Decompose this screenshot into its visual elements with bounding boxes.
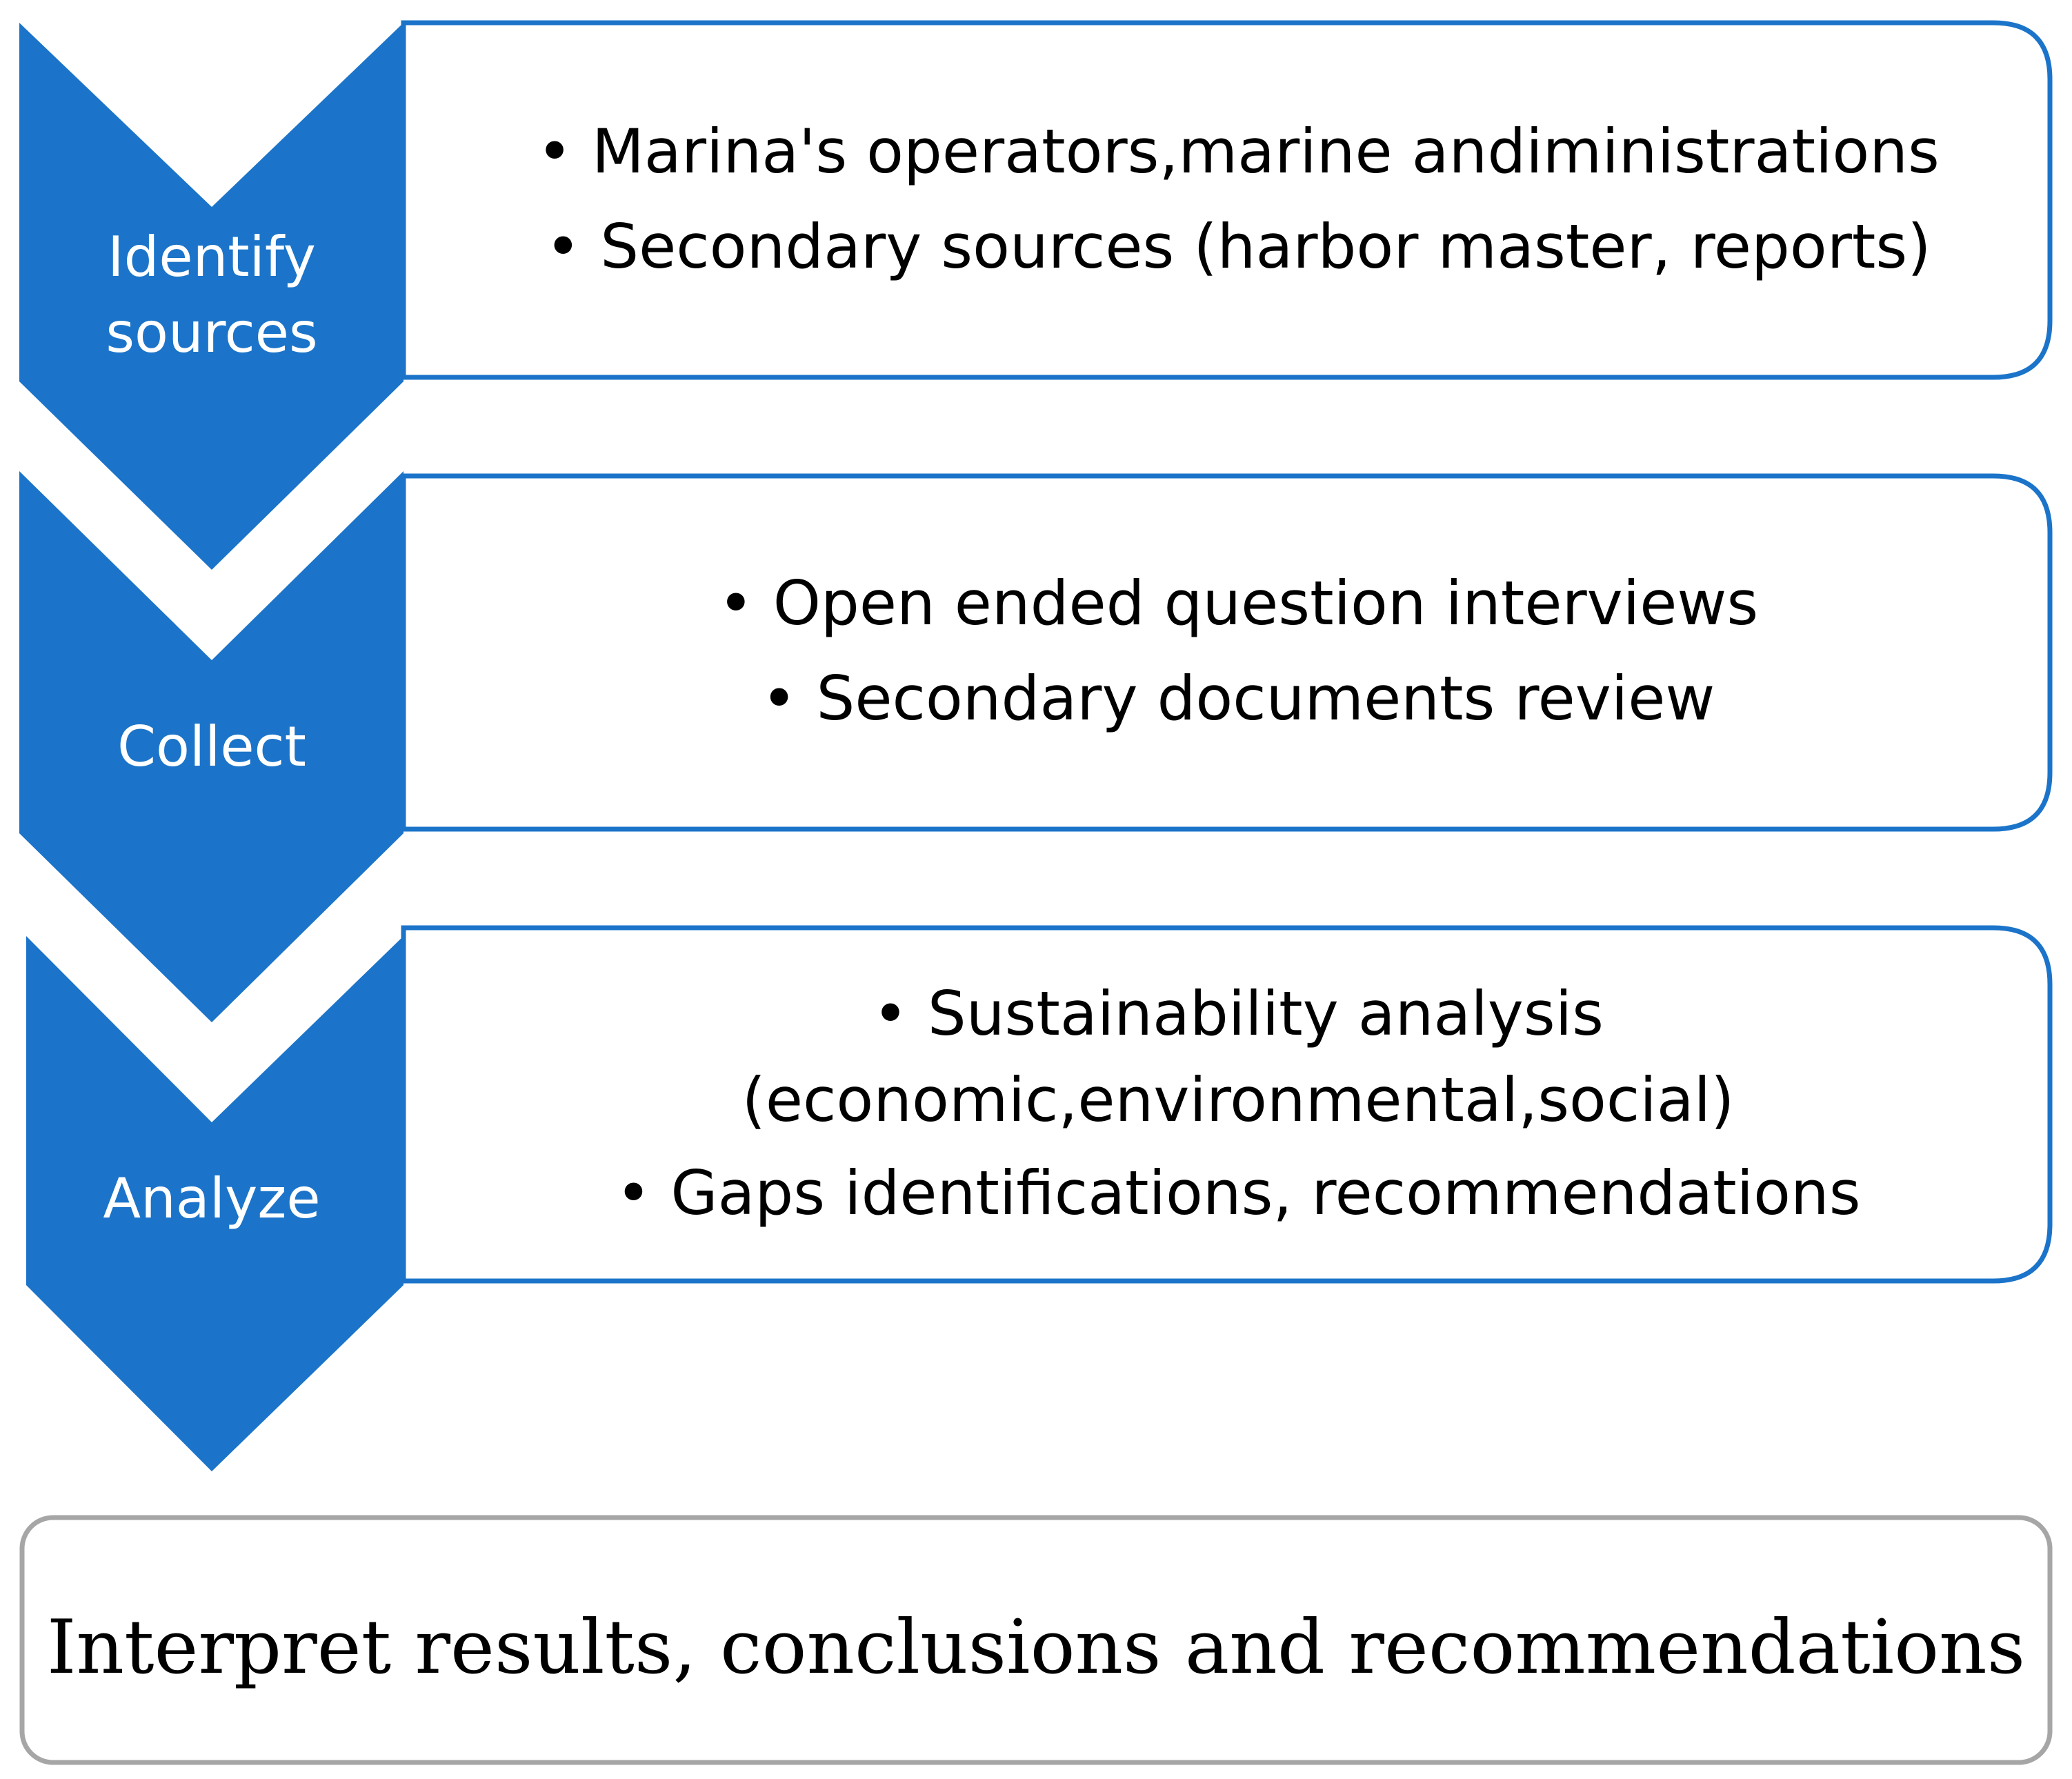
final-box [19,1515,2053,1765]
step-3-bullet-1-continuation: (economic,environmental,social) [742,1064,1735,1135]
step-1-label-line-2: sources [106,301,317,365]
step-3-label: Analyze [103,1166,320,1231]
step-1-label-line-1: Identify [108,225,316,289]
step-analyze: Analyze • Sustainability analysis (econo… [26,925,2053,1471]
step-2-chevron [19,471,404,1022]
final-box-text: Interpret results, conclusions and recom… [47,1604,2025,1691]
step-1-bullet-1: • Marina's operators,marine andiministra… [537,116,1940,187]
step-3-content-box [401,925,2053,1284]
step-1-content-box [401,20,2053,380]
step-3-bullet-1: • Sustainability analysis [873,978,1604,1049]
step-3-chevron [26,936,404,1471]
step-identify-sources: Identify sources • Marina's operators,ma… [19,20,2053,570]
step-2-bullet-2: • Secondary documents review [761,663,1715,734]
final-step: Interpret results, conclusions and recom… [19,1515,2053,1765]
step-2-bullet-1: • Open ended question interviews [718,568,1758,639]
step-1-bullet-2: • Secondary sources (harbor master, repo… [545,211,1931,282]
step-2-content-box [401,473,2053,832]
step-collect: Collect • Open ended question interviews… [19,471,2053,1022]
step-2-label: Collect [117,715,306,779]
step-3-bullet-2: • Gaps identifications, recommendations [615,1157,1860,1229]
step-1-chevron [19,23,404,570]
